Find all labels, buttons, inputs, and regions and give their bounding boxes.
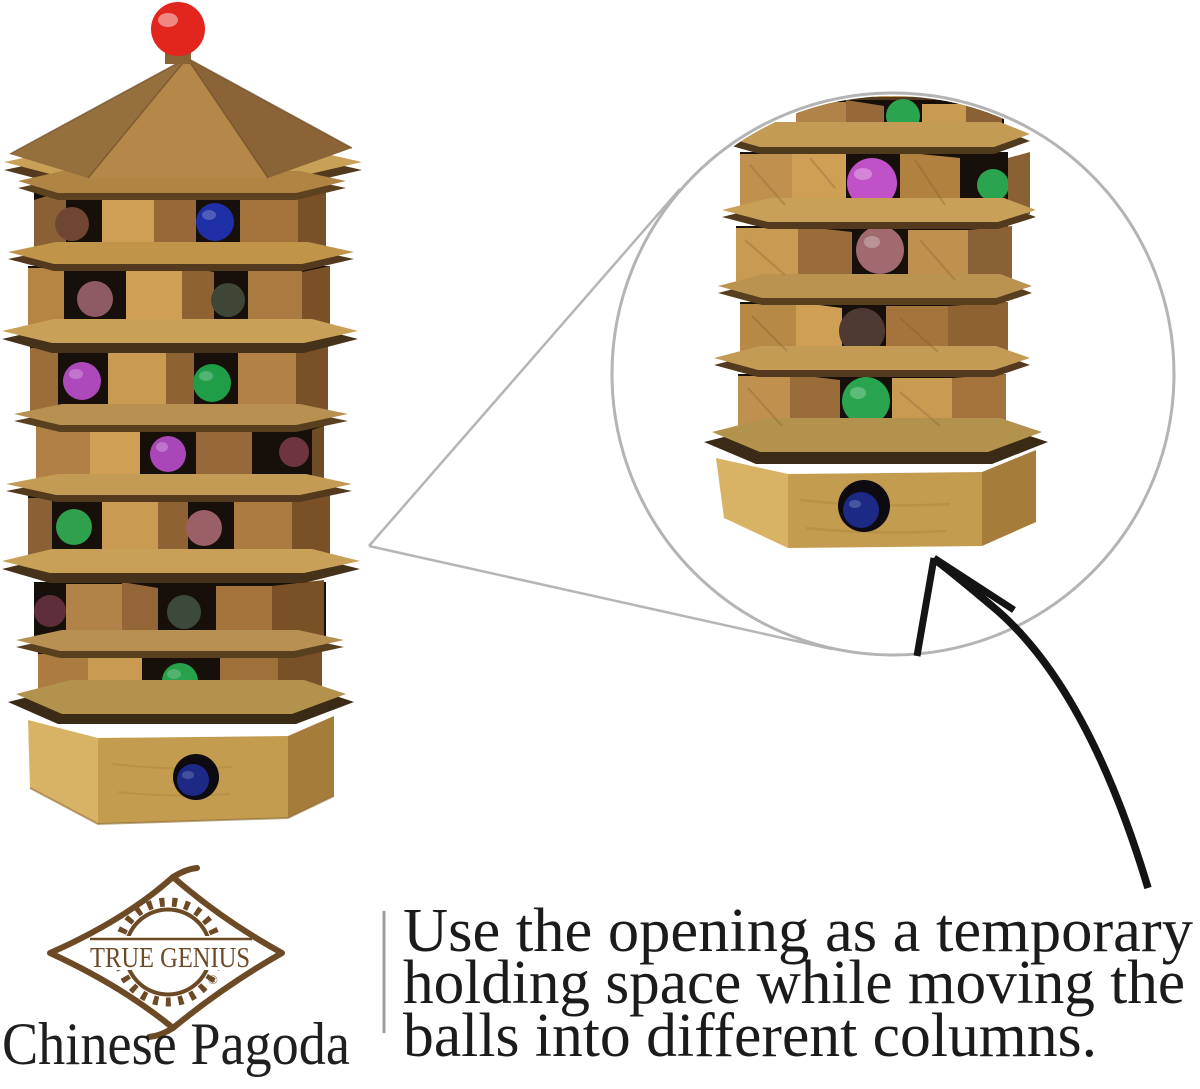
puzzle-ball — [63, 362, 101, 400]
pagoda-row-3 — [30, 344, 328, 412]
puzzle-ball — [196, 203, 234, 241]
caption-line-2: holding space while moving the — [403, 949, 1185, 1017]
puzzle-ball — [856, 226, 904, 274]
puzzle-ball — [34, 595, 66, 627]
puzzle-ball — [186, 510, 222, 546]
magnifier-connector-lines — [368, 188, 833, 651]
arrow-icon — [913, 555, 1152, 890]
puzzle-ball — [279, 437, 309, 467]
puzzle-ball — [839, 308, 885, 354]
pagoda-row-2 — [28, 266, 330, 328]
puzzle-ball — [177, 764, 209, 796]
logo-text: TRUE GENIUS — [90, 943, 250, 974]
puzzle-ball — [847, 158, 897, 208]
brand-logo: TRUE GENIUS ® — [47, 865, 285, 1040]
pagoda-tier-plates — [2, 242, 360, 724]
finial-ball — [151, 2, 205, 56]
magnified-inset-illustration — [704, 96, 1048, 548]
puzzle-ball — [56, 509, 92, 545]
puzzle-ball — [167, 595, 201, 629]
caption-line-3: balls into different columns. — [403, 1002, 1097, 1070]
caption-line-1: Use the opening as a temporary — [403, 897, 1193, 965]
wood-grain-texture — [744, 157, 956, 427]
pagoda-row-5 — [28, 494, 330, 558]
puzzle-ball — [211, 283, 245, 317]
inset-tier-plates — [704, 122, 1048, 464]
puzzle-ball — [977, 169, 1009, 201]
caption: Use the opening as a temporary holding s… — [403, 897, 1193, 1070]
logo-text-band — [96, 936, 250, 970]
puzzle-ball — [842, 377, 890, 425]
product-name: Chinese Pagoda — [2, 1011, 350, 1077]
puzzle-ball — [150, 436, 186, 472]
puzzle-ball — [55, 207, 89, 241]
magnifier-circle — [610, 91, 1176, 657]
pagoda-row-1 — [34, 186, 326, 252]
pagoda-base — [28, 716, 335, 826]
pagoda-roof — [4, 57, 362, 200]
main-pagoda-illustration — [2, 2, 362, 826]
puzzle-ball — [193, 364, 231, 402]
puzzle-ball — [77, 281, 113, 317]
logo-diamond — [47, 874, 285, 1031]
puzzle-ball — [843, 492, 879, 528]
pagoda-finial — [151, 2, 205, 64]
inset-base — [716, 450, 1036, 548]
registered-trademark: ® — [208, 972, 218, 987]
